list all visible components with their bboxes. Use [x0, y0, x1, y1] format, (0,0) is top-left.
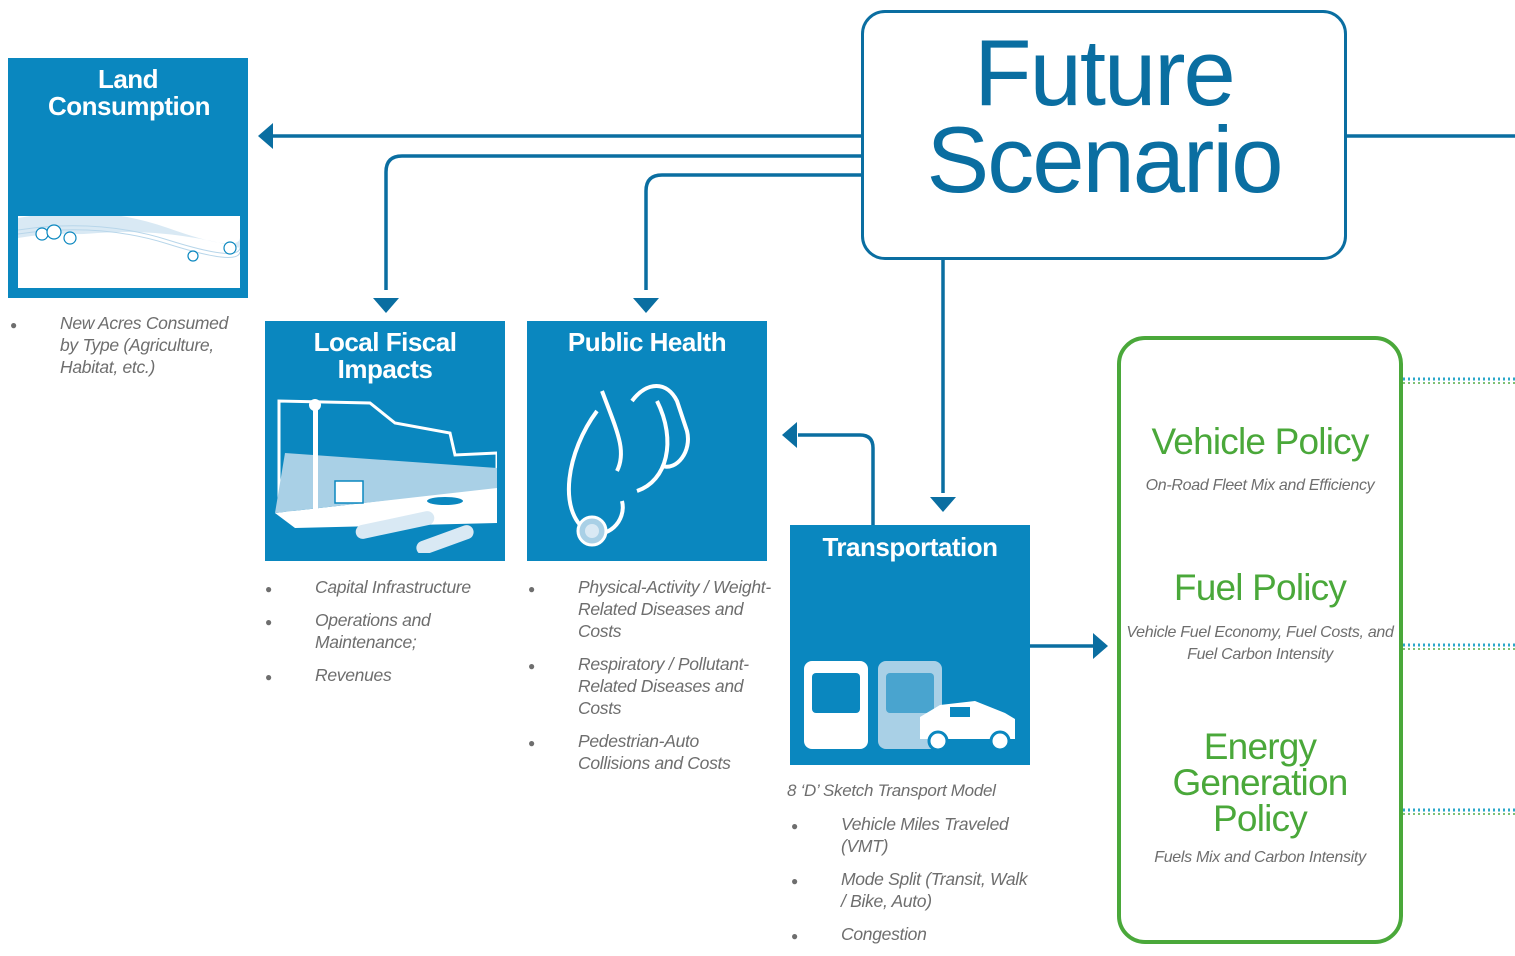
policy-box	[1117, 336, 1403, 944]
list-item: ●Revenues	[265, 665, 392, 685]
transport-model-note: 8 ‘D’ Sketch Transport Model	[787, 781, 996, 800]
transportation-card: Transportation	[790, 525, 1030, 765]
arrow-to-public-health	[644, 173, 861, 290]
local-fiscal-impacts-card: Local Fiscal Impacts	[265, 321, 505, 561]
public-health-bullets: ●Physical-Activity / Weight-Related Dise…	[528, 576, 773, 785]
public-health-card: Public Health	[527, 321, 767, 561]
list-item: ●Physical-Activity / Weight-Related Dise…	[528, 577, 771, 641]
local-fiscal-impacts-title: Local Fiscal Impacts	[313, 327, 457, 384]
list-item: ●Mode Split (Transit, Walk / Bike, Auto)	[791, 869, 1028, 911]
arrow-to-local-fiscal	[384, 154, 861, 290]
fuel-policy-subtitle: Vehicle Fuel Economy, Fuel Costs, and Fu…	[1126, 624, 1394, 663]
infrastructure-icon	[275, 399, 497, 553]
future-scenario-title: Future Scenario	[926, 20, 1284, 212]
land-consumption-bullets: ●New Acres Consumed by Type (Agriculture…	[10, 312, 250, 389]
list-item: ●New Acres Consumed by Type (Agriculture…	[10, 313, 229, 377]
landscape-icon	[18, 208, 240, 288]
vehicle-policy-title: Vehicle Policy	[1151, 421, 1369, 462]
stethoscope-icon	[566, 384, 690, 547]
vehicle-policy-subtitle: On-Road Fleet Mix and Efficiency	[1145, 477, 1375, 494]
energy-generation-policy-title: Energy Generation Policy	[1172, 726, 1348, 839]
list-item: ●Capital Infrastructure	[265, 577, 471, 597]
energy-policy-subtitle: Fuels Mix and Carbon Intensity	[1154, 849, 1366, 866]
future-scenario-box: Future Scenario	[861, 10, 1347, 260]
land-consumption-card: Land Consumption	[8, 58, 248, 298]
fuel-policy-title: Fuel Policy	[1173, 567, 1347, 608]
list-item: ●Congestion	[791, 924, 927, 944]
transportation-bullets: ●Vehicle Miles Traveled (VMT) ●Mode Spli…	[791, 813, 1031, 956]
transportation-title: Transportation	[822, 532, 998, 562]
public-health-title: Public Health	[567, 327, 727, 357]
arrow-transport-to-health	[798, 433, 875, 525]
list-item: ●Operations and Maintenance;	[265, 610, 431, 652]
local-fiscal-bullets: ●Capital Infrastructure ●Operations and …	[265, 576, 505, 697]
land-consumption-title: Land Consumption	[48, 64, 211, 121]
list-item: ●Respiratory / Pollutant-Related Disease…	[528, 654, 749, 718]
vehicles-icon	[804, 661, 1015, 752]
list-item: ●Vehicle Miles Traveled (VMT)	[791, 814, 1009, 856]
list-item: ●Pedestrian-Auto Collisions and Costs	[528, 731, 731, 773]
